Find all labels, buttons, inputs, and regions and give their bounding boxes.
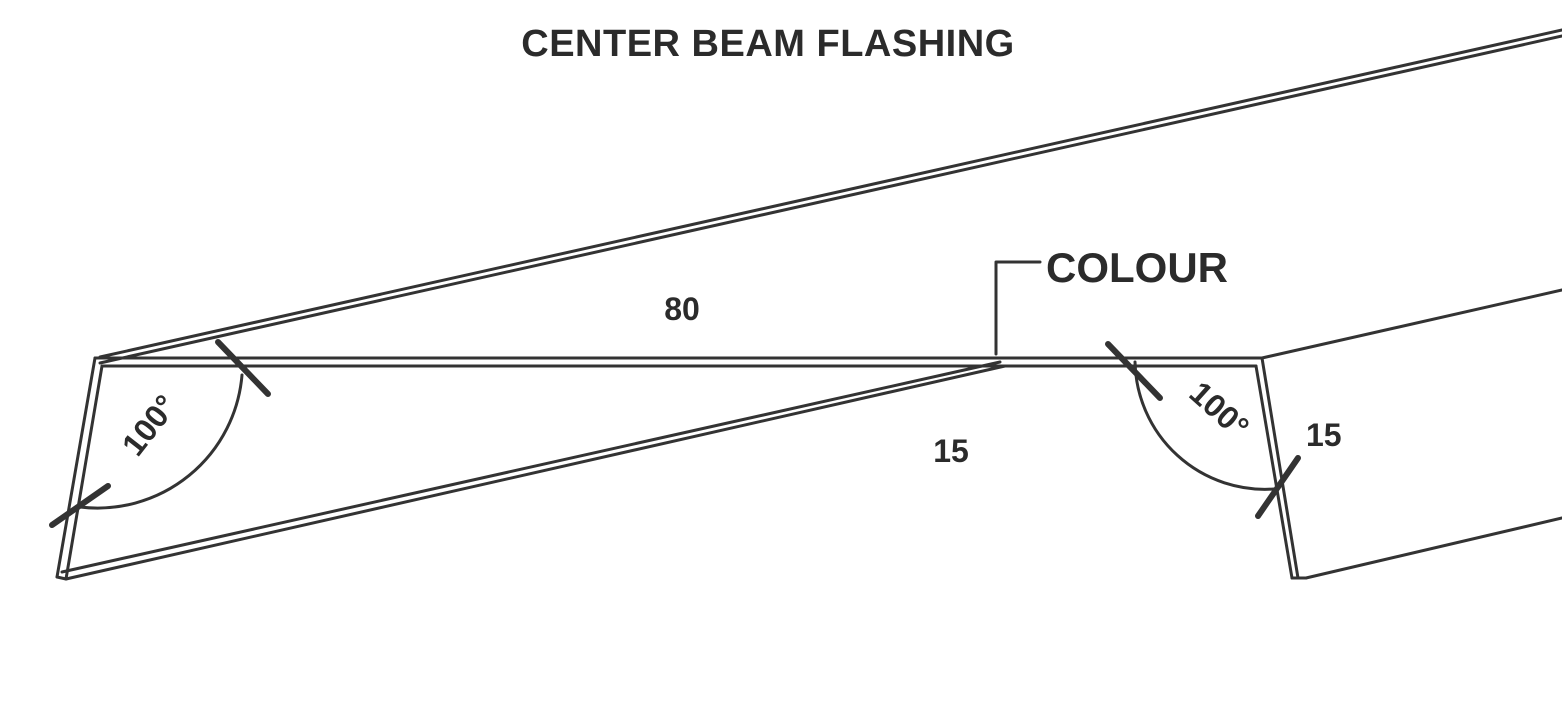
- right-leg-dimension: 15: [1306, 417, 1342, 453]
- left-angle-arc: [78, 373, 244, 510]
- bottom-leg-dimension: 15: [933, 433, 969, 469]
- flashing-top-edge: [98, 28, 1562, 365]
- right-leg: [1254, 356, 1308, 580]
- colour-callout-label: COLOUR: [1046, 244, 1228, 291]
- right-angle-tick-bottom: [1255, 455, 1301, 519]
- left-angle-tick-top: [215, 339, 271, 397]
- right-angle-arc: [1133, 360, 1276, 491]
- diagram-title: CENTER BEAM FLASHING: [521, 23, 1014, 65]
- colour-leader-line: [994, 260, 1042, 356]
- right-leg-receding-edges: [1260, 288, 1562, 580]
- left-leg: [55, 356, 104, 581]
- left-leg-bottom-edge: [60, 360, 1007, 581]
- left-angle-tick-bottom: [49, 483, 111, 528]
- right-angle-tick-top: [1105, 341, 1163, 401]
- top-width-dimension: 80: [664, 291, 700, 327]
- left-angle-label: 100°: [115, 388, 184, 462]
- right-angle-label: 100°: [1183, 374, 1256, 445]
- top-face: [93, 356, 1264, 368]
